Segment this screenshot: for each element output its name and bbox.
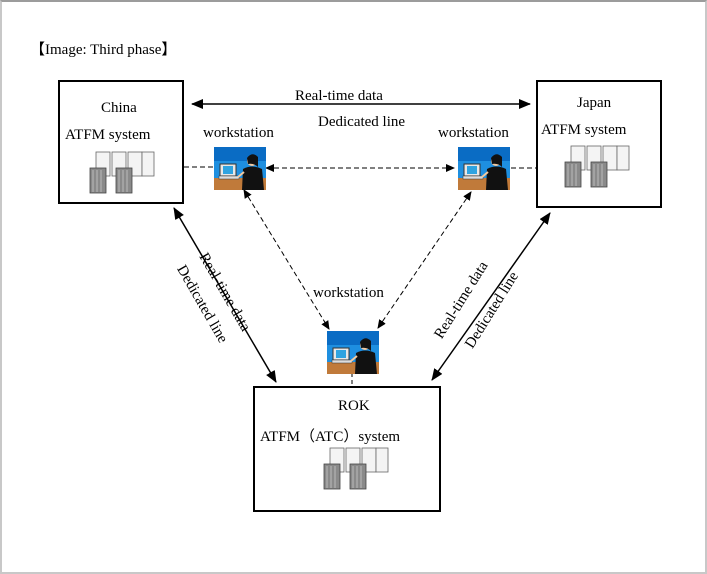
china-rok-dedicated-line: [173, 207, 277, 383]
workstation-icon: [214, 147, 266, 190]
china-workstation-label: workstation: [203, 125, 274, 141]
china-system-label: ATFM system: [65, 127, 151, 143]
china-japan-line-label: Dedicated line: [318, 114, 406, 130]
workstation-icon: [327, 331, 379, 374]
server-rack-icon: [564, 145, 630, 188]
workstation-jp-rok-link: [377, 191, 472, 329]
caption: 【Image: Third phase】: [30, 42, 177, 58]
japan-system-label: ATFM system: [541, 122, 627, 138]
server-rack-icon: [323, 447, 389, 490]
japan-label: Japan: [577, 95, 612, 111]
japan-rok-dedicated-line: [431, 212, 551, 381]
workstation-icon: [458, 147, 510, 190]
rok-system-label: ATFM（ATC）system: [260, 429, 401, 445]
china-label: China: [101, 100, 137, 116]
workstation-cn-rok-link: [243, 189, 330, 330]
rok-workstation-label: workstation: [313, 285, 384, 301]
japan-workstation-label: workstation: [438, 125, 509, 141]
server-rack-icon: [89, 151, 155, 194]
rok-label: ROK: [338, 398, 370, 414]
